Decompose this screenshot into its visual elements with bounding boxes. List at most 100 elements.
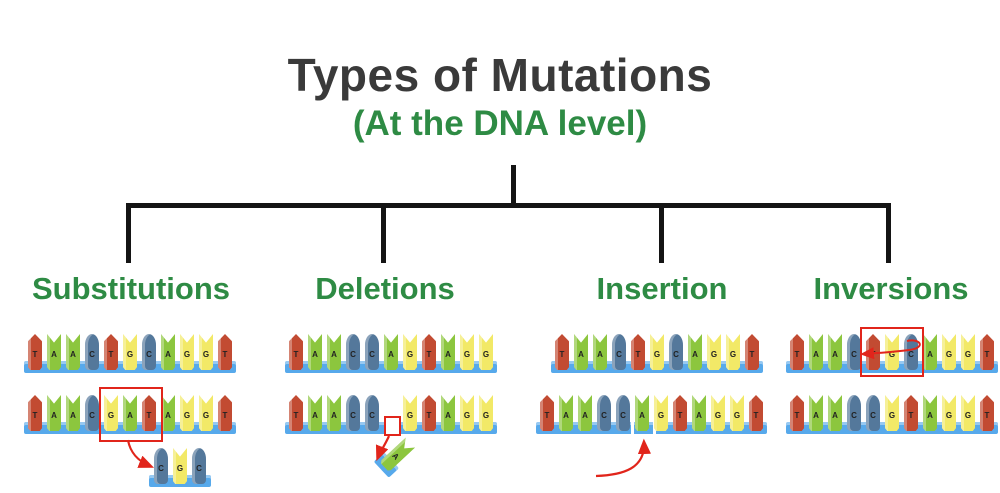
dna-base-C: C bbox=[142, 334, 156, 370]
dna-base-A: A bbox=[923, 395, 937, 431]
dna-base-C: C bbox=[85, 395, 99, 431]
base-letter: T bbox=[794, 350, 800, 359]
base-letter: G bbox=[964, 350, 972, 359]
dna-base-A: A bbox=[161, 395, 175, 431]
substitution-arrow bbox=[126, 439, 155, 468]
dna-base-C: C bbox=[85, 334, 99, 370]
base-letter: G bbox=[482, 350, 490, 359]
base-letter: C bbox=[350, 411, 356, 420]
dna-base-A: A bbox=[161, 334, 175, 370]
base-letter: T bbox=[146, 411, 152, 420]
dna-base-C: C bbox=[346, 395, 360, 431]
base-letter: T bbox=[749, 350, 755, 359]
dna-base-T: T bbox=[904, 395, 918, 431]
base-letter: C bbox=[601, 411, 607, 420]
dna-base-A: A bbox=[123, 395, 137, 431]
base-letter: T bbox=[222, 350, 228, 359]
base-letter: A bbox=[388, 350, 394, 359]
base-letter: C bbox=[369, 350, 375, 359]
base-letter: A bbox=[51, 350, 57, 359]
dna-base-T: T bbox=[422, 395, 436, 431]
dna-base-T: T bbox=[104, 334, 118, 370]
base-letter: T bbox=[753, 411, 759, 420]
base-letter: G bbox=[710, 350, 718, 359]
dna-base-T: T bbox=[28, 395, 42, 431]
dna-base-T: T bbox=[28, 334, 42, 370]
dna-base-G: G bbox=[730, 395, 744, 431]
base-letter: A bbox=[639, 411, 645, 420]
dna-base-T: T bbox=[555, 334, 569, 370]
dna-base-T: T bbox=[142, 395, 156, 431]
base-letter: A bbox=[578, 350, 584, 359]
base-letter: G bbox=[202, 411, 210, 420]
base-letter: G bbox=[945, 411, 953, 420]
base-letter: G bbox=[176, 464, 184, 473]
base-letter: T bbox=[293, 350, 299, 359]
deleted-base-fragment: A bbox=[362, 429, 427, 493]
base-letter: C bbox=[851, 411, 857, 420]
dna-base-T: T bbox=[218, 395, 232, 431]
base-letter: A bbox=[165, 350, 171, 359]
strand-backbone bbox=[536, 422, 767, 434]
deletion-gap-marker bbox=[384, 416, 401, 436]
dna-base-C: C bbox=[866, 395, 880, 431]
base-letter: T bbox=[794, 411, 800, 420]
base-letter: G bbox=[945, 350, 953, 359]
base-letter: A bbox=[127, 411, 133, 420]
dna-base-T: T bbox=[218, 334, 232, 370]
base-letter: T bbox=[426, 350, 432, 359]
base-letter: A bbox=[331, 411, 337, 420]
base-letter: C bbox=[89, 411, 95, 420]
dna-base-A: A bbox=[327, 395, 341, 431]
dna-base-A: A bbox=[809, 395, 823, 431]
base-letter: G bbox=[107, 411, 115, 420]
dna-base-G: G bbox=[650, 334, 664, 370]
base-letter: A bbox=[582, 411, 588, 420]
base-letter: A bbox=[813, 411, 819, 420]
base-letter: G bbox=[729, 350, 737, 359]
dna-base-G: G bbox=[180, 334, 194, 370]
tree-horizontal-line bbox=[126, 203, 891, 208]
base-letter: A bbox=[312, 350, 318, 359]
base-letter: G bbox=[202, 350, 210, 359]
dna-base-A: A bbox=[578, 395, 592, 431]
dna-base-C: C bbox=[597, 395, 611, 431]
dna-base-A: A bbox=[441, 395, 455, 431]
dna-base-C: C bbox=[847, 395, 861, 431]
dna-base-G: G bbox=[123, 334, 137, 370]
base-letter: A bbox=[692, 350, 698, 359]
base-letter: T bbox=[635, 350, 641, 359]
base-letter: C bbox=[851, 350, 857, 359]
dna-base-A: A bbox=[635, 395, 649, 431]
base-letter: A bbox=[445, 350, 451, 359]
label-inversions: Inversions bbox=[813, 271, 969, 306]
dna-base-G: G bbox=[460, 334, 474, 370]
dna-base-A: A bbox=[923, 334, 937, 370]
base-letter: G bbox=[183, 350, 191, 359]
base-letter: T bbox=[984, 350, 990, 359]
base-letter: C bbox=[350, 350, 356, 359]
base-letter: T bbox=[984, 411, 990, 420]
base-letter: A bbox=[390, 451, 401, 462]
dna-base-C: C bbox=[192, 448, 206, 484]
dna-base-C: C bbox=[669, 334, 683, 370]
dna-base-G: G bbox=[726, 334, 740, 370]
dna-base-A: A bbox=[828, 395, 842, 431]
tree-root-stub bbox=[511, 165, 516, 207]
page-title: Types of Mutations bbox=[287, 49, 713, 101]
base-letter: G bbox=[653, 350, 661, 359]
dna-base-A: A bbox=[66, 395, 80, 431]
dna-base-T: T bbox=[790, 395, 804, 431]
page-subtitle: (At the DNA level) bbox=[352, 104, 648, 143]
base-letter: A bbox=[51, 411, 57, 420]
base-letter: G bbox=[888, 411, 896, 420]
dna-base-G: G bbox=[961, 395, 975, 431]
dna-base-T: T bbox=[749, 395, 763, 431]
base-letter: G bbox=[183, 411, 191, 420]
base-letter: G bbox=[733, 411, 741, 420]
